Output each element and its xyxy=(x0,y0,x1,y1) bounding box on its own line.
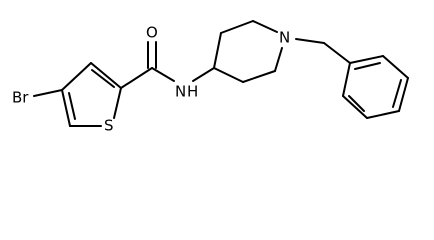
bond-pip-3 xyxy=(274,47,283,72)
piperidine-ring xyxy=(213,20,283,83)
bond-pip-5 xyxy=(220,20,254,34)
bond-s-c2 xyxy=(113,87,122,119)
bond-ch2-ring xyxy=(323,42,351,64)
bond-c2-carbonyl xyxy=(120,67,153,89)
bond-c2-c3 xyxy=(90,62,122,89)
sulfur-label: S xyxy=(104,117,114,135)
bond-bz-4 xyxy=(366,110,400,119)
amide-nitrogen-label: N xyxy=(175,83,186,101)
benzene-ring xyxy=(342,55,409,119)
bond-carbonyl-n xyxy=(151,67,175,82)
bond-n-c4pip xyxy=(192,67,215,82)
bond-bz-6 xyxy=(342,62,351,97)
bond-n-ch2 xyxy=(295,38,325,44)
bond-bz-1 xyxy=(349,55,384,64)
bond-pip-4 xyxy=(252,20,278,33)
thiophene-ring xyxy=(61,62,122,127)
bond-c3-c4 xyxy=(61,62,92,91)
bond-bz-5 xyxy=(342,95,368,119)
bond-c4-br xyxy=(33,89,63,97)
bond-pip-1 xyxy=(213,67,244,83)
bond-bz-3-inner xyxy=(392,79,402,108)
chemical-structure: O N H N S Br xyxy=(12,20,409,135)
bond-bz-3 xyxy=(398,77,409,112)
bond-bz-1-inner xyxy=(354,62,381,70)
bond-bz-5-inner xyxy=(348,95,365,112)
bond-pip-6 xyxy=(213,32,222,69)
benzyl-group xyxy=(295,38,351,64)
bond-pip-2 xyxy=(242,70,276,83)
amide-group xyxy=(120,41,215,89)
bond-c2-c3-inner xyxy=(91,69,115,88)
bond-bz-2 xyxy=(382,55,409,79)
amide-hydrogen-label: H xyxy=(187,83,198,101)
bond-c4-c5 xyxy=(61,89,71,127)
bromine-label: Br xyxy=(12,89,29,107)
oxygen-label: O xyxy=(146,24,158,42)
bond-c4-c5-inner xyxy=(68,92,76,120)
piperidine-nitrogen-label: N xyxy=(279,29,290,47)
